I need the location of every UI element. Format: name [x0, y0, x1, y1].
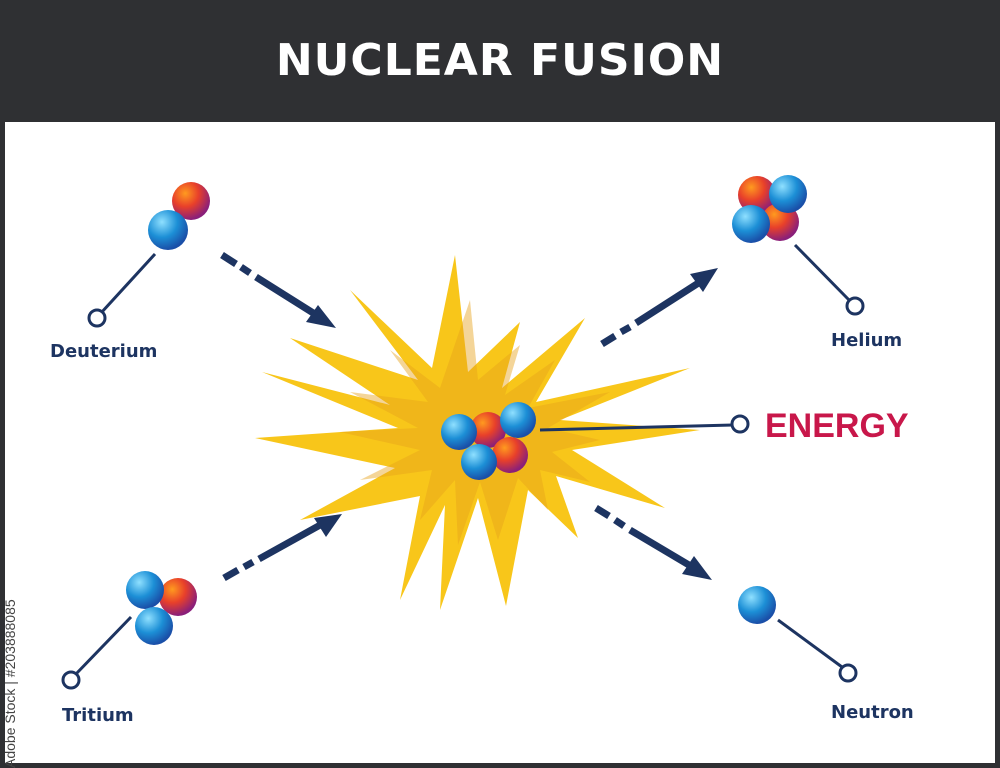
helium-pointer [793, 243, 865, 316]
diagram-title: NUCLEAR FUSION [275, 35, 725, 86]
helium-atom [732, 175, 807, 243]
deuterium-atom [148, 182, 210, 250]
proton-particle [172, 182, 210, 220]
neutron-particle [441, 414, 477, 450]
deuterium-pointer [87, 252, 157, 328]
energy-pointer [539, 414, 750, 434]
neutron-particle [461, 444, 497, 480]
arrow-neutron-out [594, 505, 712, 580]
tritium-label: Tritium [62, 705, 134, 726]
proton-particle [738, 176, 776, 214]
helium-label: Helium [831, 330, 902, 351]
proton-particle [470, 412, 506, 448]
neutron-particle [148, 210, 188, 250]
neutron-particle [738, 586, 776, 624]
fusion-nucleus [441, 402, 536, 480]
arrow-helium-out [600, 268, 718, 347]
deuterium-label: Deuterium [50, 341, 157, 362]
neutron-particle [732, 205, 770, 243]
tritium-atom [126, 571, 197, 645]
arrow-tritium-in [222, 514, 342, 582]
neutron-particle [135, 607, 173, 645]
energy-label: ENERGY [765, 407, 909, 445]
neutron-label: Neutron [831, 702, 914, 723]
proton-particle [159, 578, 197, 616]
released-neutron [738, 586, 776, 624]
neutron-particle [126, 571, 164, 609]
neutron-pointer [777, 618, 858, 683]
arrow-deuterium-in [220, 252, 336, 328]
neutron-particle [769, 175, 807, 213]
neutron-particle [500, 402, 536, 438]
stock-watermark: Adobe Stock | #203888085 [2, 599, 18, 768]
tritium-pointer [61, 615, 133, 690]
proton-particle [492, 437, 528, 473]
title-bar: NUCLEAR FUSION [0, 0, 1000, 122]
